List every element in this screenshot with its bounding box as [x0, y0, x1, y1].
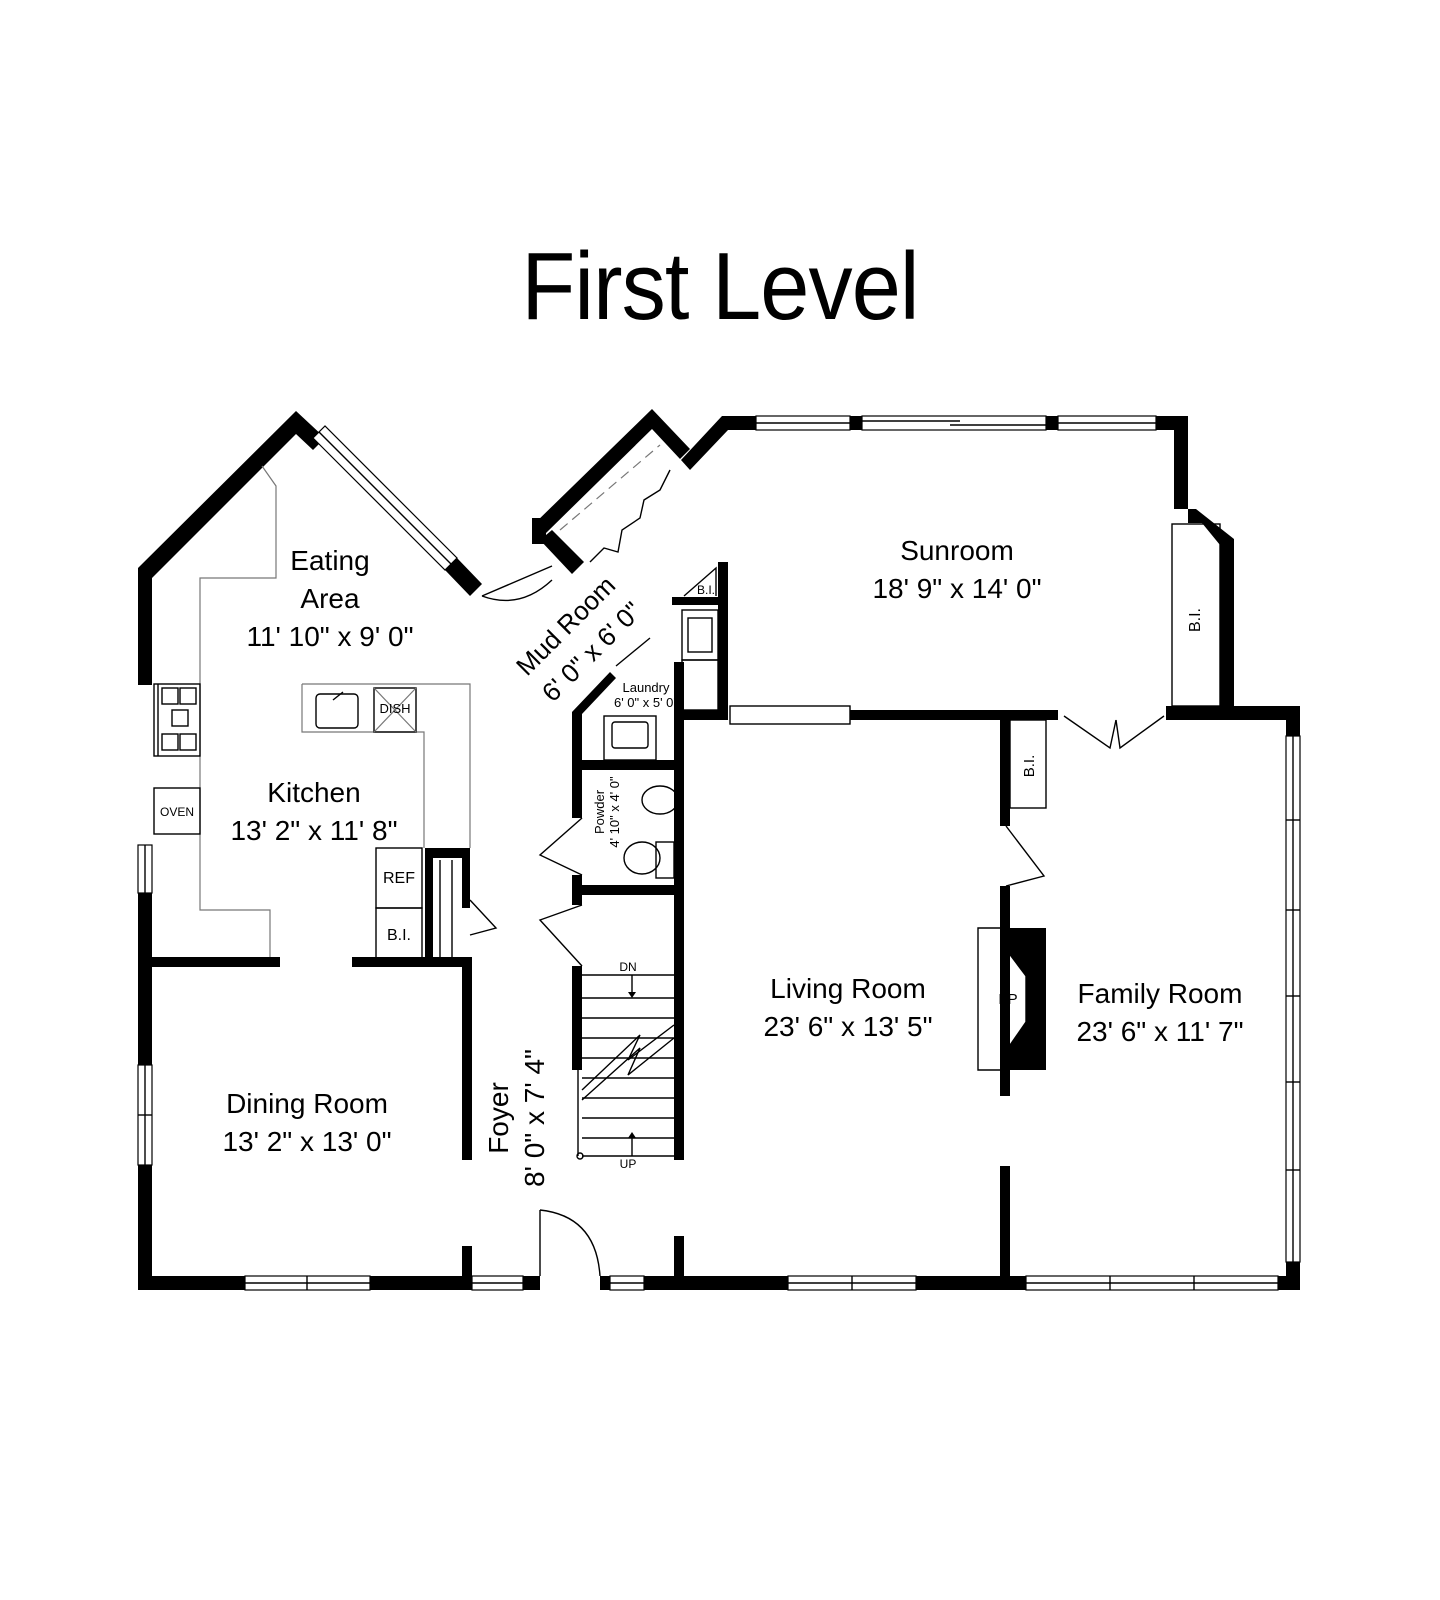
powder-name: Powder — [592, 789, 607, 834]
wall — [572, 770, 582, 818]
family-name: Family Room — [1078, 978, 1243, 1009]
up-label: UP — [620, 1157, 637, 1171]
wall — [1286, 1262, 1300, 1290]
ref-label: REF — [383, 870, 415, 887]
wall — [674, 1236, 684, 1290]
wall — [462, 848, 470, 908]
living-dims: 23' 6" x 13' 5" — [763, 1011, 932, 1042]
powder-dims: 4' 10" x 4' 0" — [607, 776, 622, 848]
wall — [138, 568, 152, 685]
wall — [352, 957, 464, 967]
wall — [370, 1276, 472, 1290]
laundry-dims: 6' 0" x 5' 0" — [614, 695, 678, 710]
kitchen-dims: 13' 2" x 11' 8" — [230, 815, 397, 846]
wall — [138, 411, 325, 578]
wall — [1156, 416, 1186, 430]
laundry-fixtures — [603, 566, 719, 879]
foyer-dims: 8' 0" x 7' 4" — [519, 1049, 550, 1187]
stairs — [576, 974, 675, 1160]
fp-label: FP — [998, 991, 1017, 1008]
wall — [540, 530, 584, 574]
wall — [138, 1276, 245, 1290]
dish-label: DISH — [379, 701, 410, 716]
wall — [1000, 1166, 1010, 1290]
dining-name: Dining Room — [226, 1088, 388, 1119]
wall — [1000, 710, 1010, 826]
eating-name-1: Eating — [290, 545, 369, 576]
wall — [600, 1276, 610, 1290]
wall — [425, 848, 433, 958]
sunroom-name: Sunroom — [900, 535, 1014, 566]
wall — [644, 1276, 788, 1290]
wall — [1166, 706, 1300, 720]
wall — [1000, 886, 1010, 1096]
page-title: First Level — [521, 233, 919, 340]
wall — [532, 518, 546, 544]
bi-kitchen-label: B.I. — [387, 927, 411, 944]
bi-family-label: B.I. — [1021, 755, 1038, 778]
built-ins — [729, 523, 1221, 809]
wall — [138, 1165, 152, 1290]
laundry-name: Laundry — [623, 680, 670, 695]
kitchen-name: Kitchen — [267, 777, 360, 808]
foyer-name: Foyer — [483, 1082, 514, 1154]
wall — [850, 710, 1058, 720]
wall — [445, 558, 482, 596]
wall — [850, 416, 862, 430]
dn-label: DN — [619, 960, 636, 974]
wall — [718, 562, 728, 720]
wall — [532, 409, 690, 540]
wall — [1174, 416, 1234, 706]
kitchen-fixtures — [153, 465, 471, 959]
windows — [137, 415, 1301, 1291]
living-name: Living Room — [770, 973, 926, 1004]
wall — [152, 957, 280, 967]
wall — [916, 1276, 1026, 1290]
dining-dims: 13' 2" x 13' 0" — [222, 1126, 391, 1157]
wall — [462, 957, 472, 1160]
bi-sunroom-label: B.I. — [1187, 608, 1204, 632]
wall — [572, 672, 616, 760]
wall — [672, 597, 728, 605]
eating-name-2: Area — [300, 583, 360, 614]
bi-laundry-label: B.I. — [697, 583, 715, 597]
wall — [681, 416, 756, 470]
wall — [572, 966, 582, 1070]
wall — [572, 760, 682, 770]
wall — [138, 893, 152, 1065]
oven-label: OVEN — [160, 805, 194, 819]
sunroom-dims: 18' 9" x 14' 0" — [872, 573, 1041, 604]
wall — [674, 710, 728, 720]
eating-dims: 11' 10" x 9' 0" — [246, 621, 413, 652]
wall — [572, 885, 682, 895]
wall — [462, 1246, 472, 1290]
fixture-labels: DISH OVEN REF B.I. B.I. B.I. B.I. FP DN … — [160, 583, 1204, 1171]
doors — [469, 444, 1165, 1277]
wall — [674, 712, 684, 1160]
fireplace-hearth — [977, 927, 1027, 1071]
wall — [523, 1276, 540, 1290]
wall — [425, 848, 470, 858]
family-dims: 23' 6" x 11' 7" — [1076, 1016, 1243, 1047]
wall — [674, 662, 684, 720]
wall — [1046, 416, 1058, 430]
